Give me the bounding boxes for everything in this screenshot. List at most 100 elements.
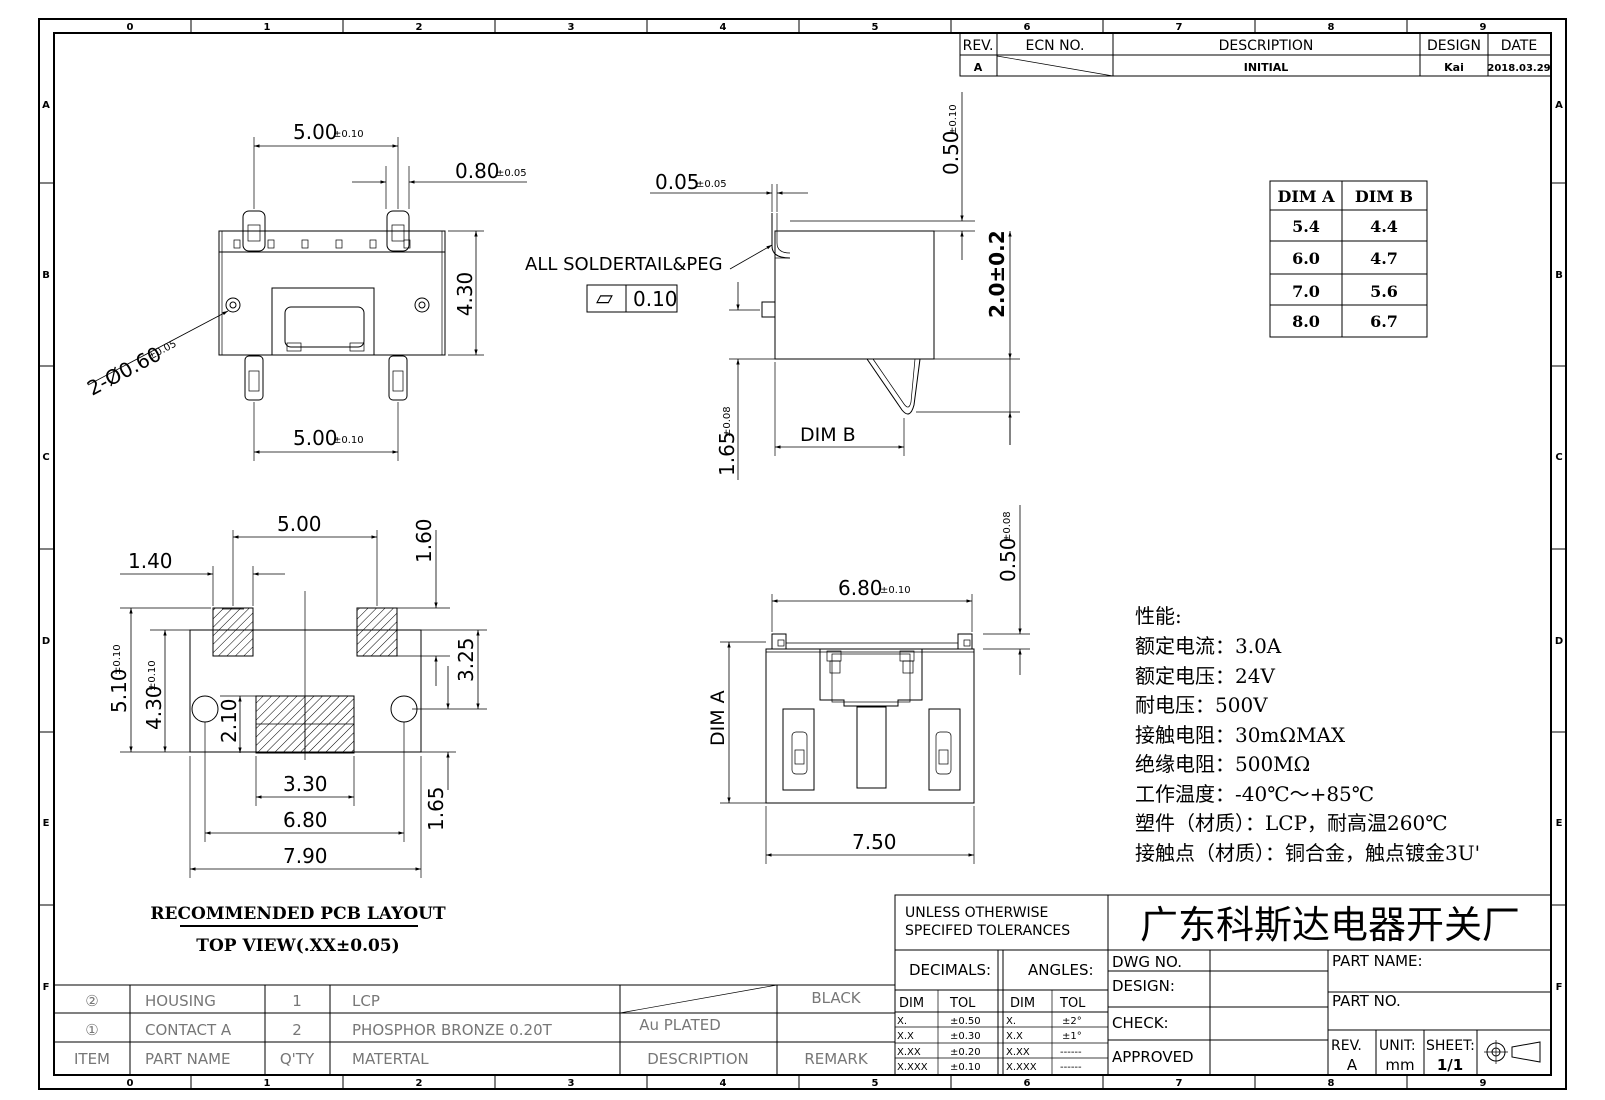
zone-col-1-bottom: 1 bbox=[264, 1078, 271, 1089]
dim-base-height: 1.65 bbox=[715, 431, 739, 476]
zone-col-3: 3 bbox=[568, 22, 575, 33]
sheet-label: SHEET: bbox=[1426, 1038, 1475, 1054]
tol-cell: X.XXX bbox=[1006, 1062, 1037, 1073]
spec-line: 绝缘电阻：500MΩ bbox=[1135, 752, 1310, 776]
pcb-center-pad-h: 2.10 bbox=[217, 698, 241, 743]
revision-block: REV. ECN NO. DESCRIPTION DESIGN DATE A I… bbox=[959, 32, 1552, 77]
spec-line: 工作温度：-40℃～+85℃ bbox=[1135, 782, 1374, 806]
spec-line: 塑件（材质）：LCP，耐高温260℃ bbox=[1135, 811, 1448, 835]
zone-row-f: F bbox=[43, 982, 50, 993]
front-top-offset: 0.50 bbox=[996, 537, 1020, 582]
bom-header-item: ITEM bbox=[74, 1050, 110, 1068]
bom-remark: BLACK bbox=[811, 989, 861, 1007]
zone-col-1: 1 bbox=[264, 22, 271, 33]
spec-line: 接触电阻：30mΩMAX bbox=[1135, 723, 1346, 747]
zone-labels-bottom: 0 1 2 3 4 5 6 7 8 9 bbox=[127, 1078, 1487, 1089]
bom-material: LCP bbox=[352, 992, 380, 1010]
dim-table-cell: 5.6 bbox=[1370, 282, 1398, 301]
zone-col-0-bottom: 0 bbox=[127, 1078, 134, 1089]
bom-part: CONTACT A bbox=[145, 1021, 232, 1039]
bom-header-remark: REMARK bbox=[804, 1050, 869, 1068]
zone-col-4: 4 bbox=[720, 22, 727, 33]
spec-line: 耐电压：500V bbox=[1135, 693, 1268, 717]
tol-cell: X.X bbox=[1006, 1031, 1023, 1042]
dim-lead-width: 0.80 bbox=[455, 159, 500, 183]
design-header: DESIGN bbox=[1427, 38, 1481, 54]
description-value: INITIAL bbox=[1244, 61, 1289, 74]
pcb-pad-top: 1.60 bbox=[412, 518, 436, 563]
zone-row-e-right: E bbox=[1556, 818, 1563, 829]
design-label: DESIGN: bbox=[1112, 977, 1175, 995]
bom-header-part: PART NAME bbox=[145, 1050, 231, 1068]
pcb-layout: 5.00 1.40 1.60 3.25 1.65 5.10 ±0.10 4.30… bbox=[107, 512, 487, 956]
dim-height: 4.30 bbox=[453, 272, 477, 317]
zone-row-c-right: C bbox=[1555, 452, 1562, 463]
check-label: CHECK: bbox=[1112, 1014, 1169, 1032]
dim-lead-width-tol: ±0.05 bbox=[496, 168, 527, 179]
zone-row-d-right: D bbox=[1555, 636, 1563, 647]
zone-col-9: 9 bbox=[1480, 22, 1487, 33]
tol-cell: ±2° bbox=[1062, 1016, 1082, 1027]
specs-block: 性能: 额定电流：3.0A 额定电压：24V 耐电压：500V 接触电阻：30m… bbox=[1135, 604, 1480, 865]
zone-col-8-bottom: 8 bbox=[1328, 1078, 1335, 1089]
dim-coplanarity: 0.05 bbox=[655, 170, 700, 194]
tol-cell: ±0.30 bbox=[950, 1031, 981, 1042]
rev-label: REV. bbox=[1331, 1038, 1362, 1054]
zone-row-d: D bbox=[42, 636, 50, 647]
bom-table: ② HOUSING 1 LCP BLACK ① CONTACT A 2 PHOS… bbox=[54, 984, 895, 1075]
zone-col-2: 2 bbox=[416, 22, 423, 33]
tol-cell: X. bbox=[1006, 1016, 1016, 1027]
tol-heading-1: UNLESS OTHERWISE bbox=[905, 905, 1048, 921]
projection-symbol-icon bbox=[1484, 1040, 1541, 1064]
zone-row-a-right: A bbox=[1555, 100, 1563, 111]
dim-base-height-tol: ±0.08 bbox=[722, 406, 733, 437]
dim-top-offset: 0.50 bbox=[939, 130, 963, 175]
dwg-no-label: DWG NO. bbox=[1112, 953, 1182, 971]
pcb-right-span: 3.25 bbox=[454, 637, 478, 682]
drawing-frame: 0 1 2 3 4 5 6 7 8 9 0 1 2 3 4 5 6 7 8 9 … bbox=[38, 18, 1567, 1090]
zone-row-c: C bbox=[42, 452, 49, 463]
rev-value-tb: A bbox=[1347, 1056, 1358, 1074]
bom-item: ① bbox=[85, 1021, 98, 1039]
bom-description: Au PLATED bbox=[639, 1016, 721, 1034]
pcb-outer-height-tol: ±0.10 bbox=[112, 644, 123, 675]
part-no-label: PART NO. bbox=[1332, 992, 1401, 1010]
dim-bottom-width: 5.00 bbox=[293, 426, 338, 450]
dim-stroke: 2.0±0.2 bbox=[985, 230, 1009, 318]
zone-col-9-bottom: 9 bbox=[1480, 1078, 1487, 1089]
dim-table-header-a: DIM A bbox=[1277, 187, 1335, 206]
spec-line: 额定电流：3.0A bbox=[1135, 634, 1282, 658]
dim-table-cell: 4.7 bbox=[1370, 249, 1398, 268]
spec-line: 额定电压：24V bbox=[1135, 664, 1275, 688]
zone-row-b: B bbox=[42, 270, 50, 281]
zone-col-5: 5 bbox=[872, 22, 879, 33]
dim-a-label: DIM A bbox=[707, 690, 729, 746]
zone-row-b-right: B bbox=[1555, 270, 1563, 281]
zone-col-8: 8 bbox=[1328, 22, 1335, 33]
zone-col-5-bottom: 5 bbox=[872, 1078, 879, 1089]
pcb-inner-height: 4.30 bbox=[142, 685, 166, 730]
front-width: 6.80 bbox=[838, 576, 883, 600]
tol-cell: X.XX bbox=[1006, 1047, 1030, 1058]
bom-header-description: DESCRIPTION bbox=[647, 1050, 749, 1068]
ecn-header: ECN NO. bbox=[1026, 38, 1085, 54]
date-value: 2018.03.29 bbox=[1487, 63, 1550, 74]
dim-table-cell: 7.0 bbox=[1292, 282, 1320, 301]
pcb-span-790: 7.90 bbox=[283, 844, 328, 868]
sheet-value: 1/1 bbox=[1437, 1056, 1463, 1074]
pcb-pad-spacing: 5.00 bbox=[277, 512, 322, 536]
dim-table-cell: 8.0 bbox=[1292, 312, 1320, 331]
approved-label: APPROVED bbox=[1112, 1048, 1194, 1066]
zone-col-6-bottom: 6 bbox=[1024, 1078, 1031, 1089]
bom-qty: 1 bbox=[292, 992, 302, 1010]
front-view: 6.80 ±0.10 0.50 ±0.08 DIM A 7.50 bbox=[707, 505, 1030, 864]
tol-cell: ------ bbox=[1060, 1062, 1082, 1073]
tol-cell: X.XXX bbox=[897, 1062, 928, 1073]
flatness-value: 0.10 bbox=[633, 287, 678, 311]
rev-header: REV. bbox=[963, 38, 994, 54]
zone-col-7-bottom: 7 bbox=[1176, 1078, 1183, 1089]
tol-cell: ±0.50 bbox=[950, 1016, 981, 1027]
top-view: 5.00 ±0.10 0.80 ±0.05 4.30 2-Ø0.60 ±0.05… bbox=[83, 120, 527, 461]
zone-col-0: 0 bbox=[127, 22, 134, 33]
pcb-pad-width: 1.40 bbox=[128, 549, 173, 573]
